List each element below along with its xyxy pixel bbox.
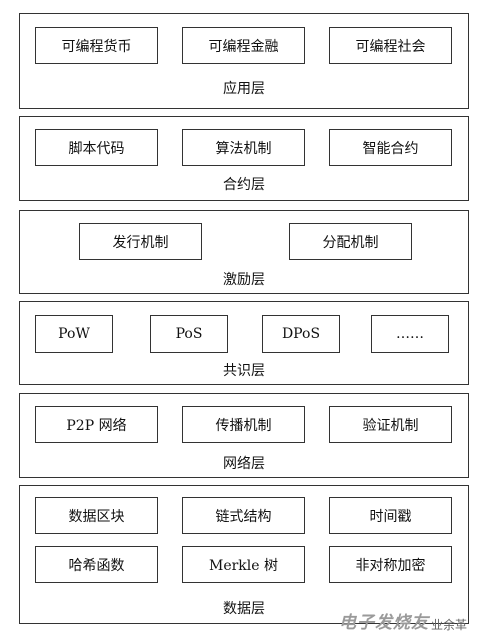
programmable-currency-box: 可编程货币 — [35, 27, 158, 64]
pos-box: PoS — [150, 315, 228, 353]
dpos-box: DPoS — [262, 315, 340, 353]
programmable-finance-box: 可编程金融 — [182, 27, 305, 64]
algorithm-mechanism-box: 算法机制 — [182, 129, 305, 166]
consensus-layer-label: 共识层 — [223, 363, 265, 379]
incentive-layer-label: 激励层 — [223, 272, 265, 288]
consensus-layer: PoW PoS DPoS …… 共识层 — [19, 301, 469, 385]
merkle-tree-box: Merkle 树 — [182, 546, 305, 583]
watermark-text: 业余革 — [430, 618, 467, 632]
verification-mechanism-box: 验证机制 — [329, 406, 452, 443]
issuance-mechanism-box: 发行机制 — [79, 223, 202, 260]
asymmetric-encryption-box: 非对称加密 — [329, 546, 452, 583]
watermark: 电子发烧友 业余革 — [339, 608, 467, 633]
ellipsis-box: …… — [371, 315, 449, 353]
data-layer: 数据区块 链式结构 时间戳 哈希函数 Merkle 树 非对称加密 数据层 — [19, 485, 469, 624]
contract-layer-label: 合约层 — [223, 177, 265, 193]
incentive-layer: 发行机制 分配机制 激励层 — [19, 210, 469, 294]
application-layer: 可编程货币 可编程金融 可编程社会 应用层 — [19, 13, 469, 109]
distribution-mechanism-box: 分配机制 — [289, 223, 412, 260]
programmable-society-box: 可编程社会 — [329, 27, 452, 64]
chain-structure-box: 链式结构 — [182, 497, 305, 534]
network-layer: P2P 网络 传播机制 验证机制 网络层 — [19, 393, 469, 478]
network-layer-label: 网络层 — [223, 456, 265, 472]
watermark-brand: 电子发烧友 — [338, 613, 429, 633]
data-block-box: 数据区块 — [35, 497, 158, 534]
application-layer-label: 应用层 — [223, 81, 265, 97]
p2p-network-box: P2P 网络 — [35, 406, 158, 443]
timestamp-box: 时间戳 — [329, 497, 452, 534]
pow-box: PoW — [35, 315, 113, 353]
propagation-mechanism-box: 传播机制 — [182, 406, 305, 443]
data-layer-label: 数据层 — [223, 601, 265, 617]
hash-function-box: 哈希函数 — [35, 546, 158, 583]
smart-contract-box: 智能合约 — [329, 129, 452, 166]
script-code-box: 脚本代码 — [35, 129, 158, 166]
contract-layer: 脚本代码 算法机制 智能合约 合约层 — [19, 116, 469, 201]
